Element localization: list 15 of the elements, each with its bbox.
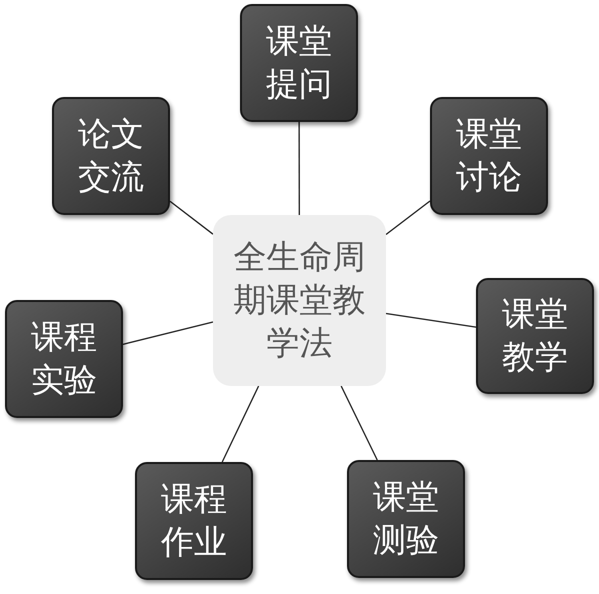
topic-box: 课堂提问 bbox=[240, 4, 358, 122]
topic-box: 课堂教学 bbox=[476, 278, 594, 394]
connector-line bbox=[298, 122, 300, 215]
topic-box: 课程作业 bbox=[135, 462, 253, 580]
connector-line bbox=[170, 200, 214, 235]
connector-line bbox=[122, 321, 214, 345]
connector-line bbox=[340, 386, 378, 460]
topic-box: 课程实验 bbox=[5, 300, 123, 418]
hub-box: 全生命周期课堂教学法 bbox=[213, 215, 386, 386]
connector-line bbox=[222, 386, 260, 462]
connector-line bbox=[386, 200, 430, 236]
topic-box: 课堂测验 bbox=[347, 460, 465, 578]
topic-box: 课堂讨论 bbox=[430, 97, 548, 215]
connector-line bbox=[386, 312, 476, 328]
topic-box: 论文交流 bbox=[52, 97, 170, 215]
